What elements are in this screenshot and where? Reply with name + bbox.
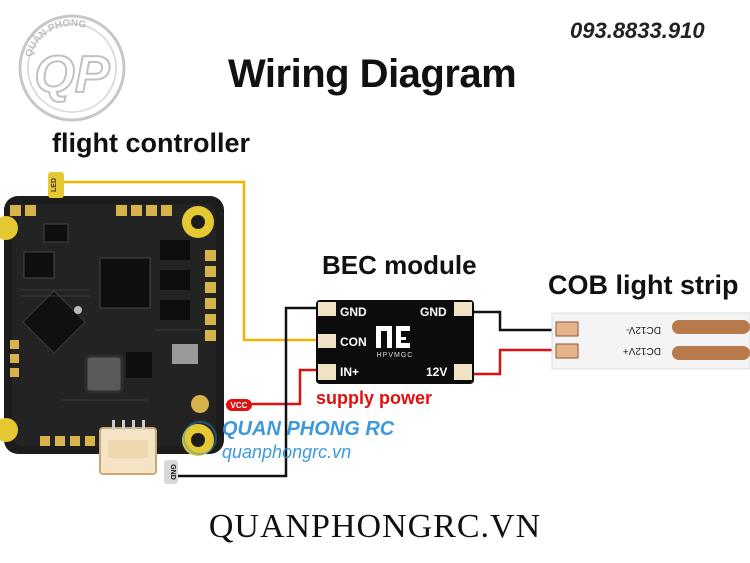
cob-strip-label: COB light strip xyxy=(548,270,739,300)
flight-controller-board xyxy=(0,196,224,475)
logo-letters: QP xyxy=(34,46,109,104)
watermark-icon xyxy=(183,421,217,455)
watermark-name: QUAN PHONG RC xyxy=(222,418,395,440)
signal-wire xyxy=(64,180,318,342)
cob-light-strip: DC12V- DC12V+ xyxy=(551,312,750,370)
vcc-wire xyxy=(252,368,318,406)
bec-brand-text: HPVMGC xyxy=(377,352,414,359)
supply-power-label: supply power xyxy=(316,388,433,408)
cob-pad-pos: DC12V+ xyxy=(623,345,661,356)
bec-module-label: BEC module xyxy=(322,250,477,280)
vcc-pin-label: VCC xyxy=(231,401,248,410)
fc-led-pin: LED xyxy=(48,172,64,198)
gnd-wire xyxy=(178,306,318,478)
fc-vcc-pin: VCC xyxy=(226,399,252,411)
bec-12v-out-wire xyxy=(472,348,556,376)
bec-12v-label: 12V xyxy=(426,365,447,379)
bec-gnd-out-label: GND xyxy=(420,305,447,319)
phone-number: 093.8833.910 xyxy=(570,18,705,43)
wires xyxy=(64,180,556,478)
gnd-pin-label: GND xyxy=(169,464,176,480)
cob-pad-neg: DC12V- xyxy=(626,324,661,335)
led-pin-label: LED xyxy=(51,178,58,192)
footer-site: QUANPHONGRC.VN xyxy=(208,508,542,545)
bec-module-board: GND CON IN+ GND 12V HPVMGC xyxy=(316,300,474,384)
page-title: Wiring Diagram xyxy=(228,52,517,96)
flight-controller-label: flight controller xyxy=(52,128,250,158)
bec-gnd-in-label: GND xyxy=(340,305,367,319)
fc-gnd-pin: GND xyxy=(164,460,178,484)
bec-gnd-out-wire xyxy=(472,310,556,332)
bec-con-label: CON xyxy=(340,335,367,349)
bec-in-plus-label: IN+ xyxy=(340,365,359,379)
bec-brand-logo xyxy=(376,326,410,348)
quanphong-logo: QUÂN PHONG QP xyxy=(18,14,126,122)
watermark-url: quanphongrc.vn xyxy=(222,442,352,462)
